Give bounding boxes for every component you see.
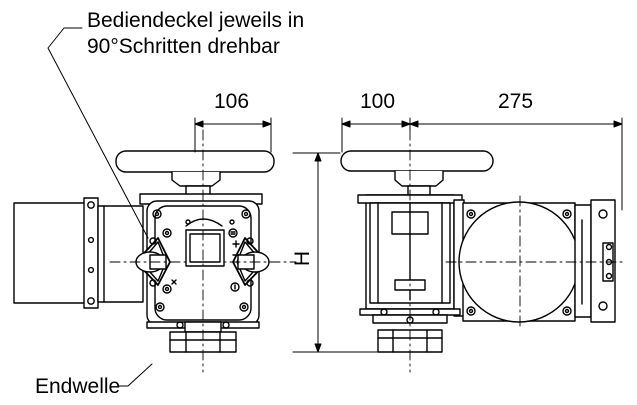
dimension-106: 106 xyxy=(214,90,250,113)
dimension-lines xyxy=(195,118,622,352)
motor-housing-left xyxy=(14,203,90,303)
handwheel-left xyxy=(116,151,274,172)
dimension-height: H xyxy=(291,250,315,267)
dimension-275: 275 xyxy=(498,90,534,113)
handwheel-hub-left xyxy=(172,172,220,186)
handwheel-right xyxy=(341,151,493,171)
display-window xyxy=(186,230,224,266)
side-view xyxy=(341,130,626,372)
front-view xyxy=(14,130,296,372)
leader-endwelle xyxy=(118,364,152,386)
callout-operating-cover-line2: 90°Schritten drehbar xyxy=(87,35,280,58)
callout-operating-cover: Bediendeckel jeweils in xyxy=(87,9,305,32)
callout-end-shaft: Endwelle xyxy=(35,375,121,398)
leader-lines xyxy=(48,28,152,386)
leader-bediendeckel xyxy=(48,28,148,238)
dimension-100: 100 xyxy=(360,90,396,113)
